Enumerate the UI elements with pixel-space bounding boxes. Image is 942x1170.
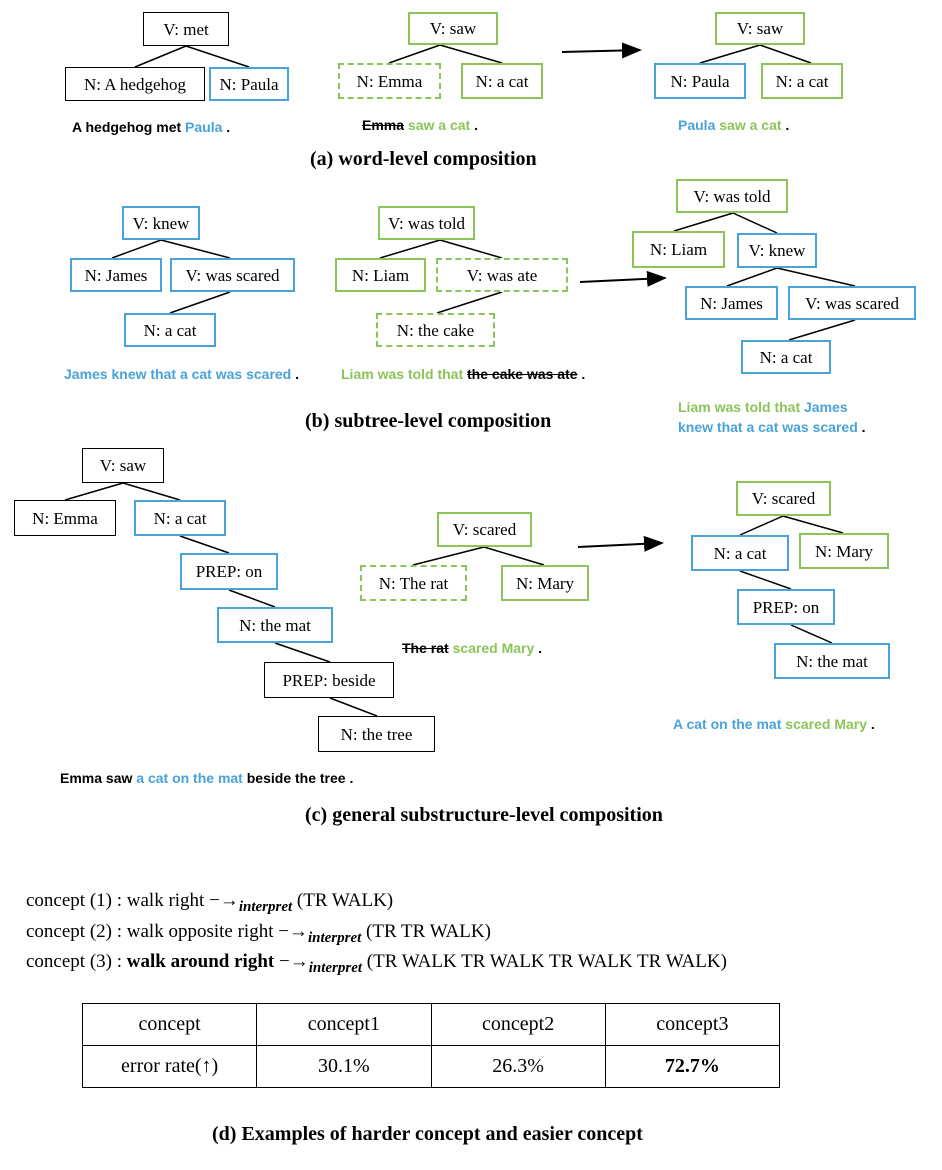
table-header: concept1 [256, 1003, 432, 1046]
example-sentence: Emma saw a cat on the mat beside the tre… [60, 770, 354, 786]
tree-node: N: Mary [799, 533, 889, 569]
tree-node-root: V: saw [82, 448, 164, 483]
tree-node-root: V: was told [378, 206, 475, 240]
table-header: concept2 [430, 1003, 606, 1046]
example-sentence: The rat scared Mary . [402, 640, 543, 656]
tree-node-root: V: scared [437, 512, 532, 547]
tree-node-root: V: met [143, 12, 229, 46]
tree-node: N: a cat [461, 63, 543, 99]
tree-node-root: V: knew [122, 206, 200, 240]
tree-node: N: a cat [691, 535, 789, 571]
caption-d: (d) Examples of harder concept and easie… [212, 1123, 643, 1145]
caption-c: (c) general substructure-level compositi… [305, 804, 663, 826]
tree-node-replaced: N: Emma [338, 63, 441, 99]
example-sentence: A hedgehog met Paula . [72, 119, 231, 135]
tree-node: PREP: beside [264, 662, 394, 698]
tree-node: N: Paula [654, 63, 746, 99]
tree-node: N: A hedgehog [65, 67, 205, 101]
example-sentence: A cat on the mat scared Mary . [673, 716, 875, 732]
table-row: concept concept1 concept2 concept3 [81, 1003, 781, 1046]
tree-node: N: Emma [14, 500, 116, 536]
table-cell: 26.3% [430, 1045, 606, 1088]
table-header: concept [81, 1003, 258, 1046]
concept-line: concept (2) : walk opposite right −→inte… [26, 921, 491, 946]
caption-a: (a) word-level composition [310, 148, 537, 170]
concept-line: concept (3) : walk around right −→interp… [26, 951, 727, 976]
table-cell: 72.7% [604, 1045, 781, 1088]
tree-node: N: a cat [134, 500, 226, 536]
tree-node-replaced: N: The rat [360, 565, 467, 601]
example-sentence: Emma saw a cat . [362, 117, 478, 133]
table-row-label: error rate(↑) [81, 1045, 258, 1088]
tree-node: V: knew [737, 233, 817, 268]
tree-node: PREP: on [737, 589, 835, 625]
caption-b: (b) subtree-level composition [305, 410, 552, 432]
tree-node: N: the tree [318, 716, 435, 752]
concept-line: concept (1) : walk right −→interpret (TR… [26, 890, 394, 915]
tree-node: V: was scared [170, 258, 295, 292]
tree-node: N: the mat [217, 607, 333, 643]
tree-node: N: Mary [501, 565, 589, 601]
tree-node: N: James [70, 258, 162, 292]
example-sentence: Paula saw a cat . [678, 117, 790, 133]
table-header: concept3 [604, 1003, 781, 1046]
table-cell: 30.1% [256, 1045, 432, 1088]
tree-node-replaced: N: the cake [376, 313, 495, 347]
example-sentence: Liam was told that the cake was ate . [341, 366, 586, 382]
error-rate-table: concept concept1 concept2 concept3 error… [81, 1003, 781, 1088]
tree-node: N: a cat [761, 63, 843, 99]
tree-node: N: James [685, 286, 778, 320]
tree-node: N: Liam [335, 258, 426, 292]
tree-node: PREP: on [180, 553, 278, 590]
tree-node: N: Paula [209, 67, 289, 101]
tree-node: N: the mat [774, 643, 890, 679]
tree-node-replaced: V: was ate [436, 258, 568, 292]
tree-node: N: Liam [632, 231, 725, 268]
tree-node-root: V: saw [408, 12, 498, 45]
tree-node: N: a cat [741, 340, 831, 374]
tree-node-root: V: was told [676, 179, 788, 213]
tree-node: V: was scared [788, 286, 916, 320]
tree-node-root: V: saw [715, 12, 805, 45]
tree-node-root: V: scared [736, 481, 831, 516]
table-row: error rate(↑) 30.1% 26.3% 72.7% [81, 1045, 781, 1088]
tree-node: N: a cat [124, 313, 216, 347]
example-sentence: James knew that a cat was scared . [64, 366, 300, 382]
